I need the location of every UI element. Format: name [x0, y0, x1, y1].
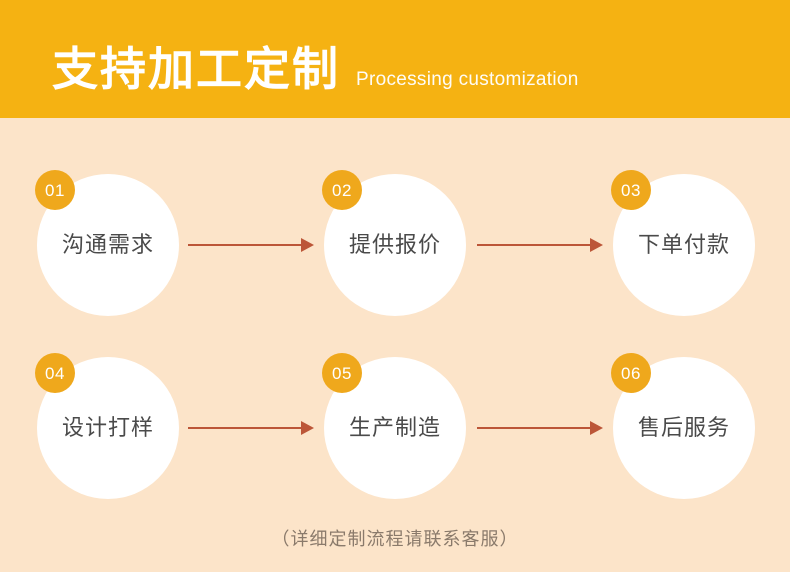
- step-circle: 下单付款: [613, 174, 755, 316]
- step-label: 下单付款: [637, 232, 730, 257]
- step-number-badge: 05: [322, 353, 362, 393]
- header-title-group: 支持加工定制 Processing customization: [52, 46, 579, 92]
- arrow-head-icon: [590, 238, 603, 252]
- step-number: 02: [332, 180, 352, 200]
- step-number-badge: 01: [35, 170, 75, 210]
- step-label: 售后服务: [637, 415, 730, 440]
- step-number-badge: 06: [611, 353, 651, 393]
- page-header: 支持加工定制 Processing customization: [0, 0, 790, 118]
- arrow-head-icon: [301, 238, 314, 252]
- flow-arrow-04-to-05: [188, 421, 314, 435]
- process-step-02[interactable]: 提供报价 02: [322, 170, 466, 316]
- step-label: 生产制造: [348, 415, 441, 440]
- process-flow: 沟通需求 01 提供报价 02 下单付款 03: [0, 118, 790, 572]
- flow-arrow-02-to-03: [477, 238, 603, 252]
- step-number: 03: [621, 180, 641, 200]
- step-number: 05: [332, 363, 352, 383]
- step-label: 提供报价: [348, 232, 441, 257]
- flow-arrow-05-to-06: [477, 421, 603, 435]
- arrow-line: [188, 244, 301, 246]
- step-label: 设计打样: [61, 415, 154, 440]
- process-step-04[interactable]: 设计打样 04: [35, 353, 179, 499]
- step-number-badge: 04: [35, 353, 75, 393]
- step-number: 06: [621, 363, 641, 383]
- step-number-badge: 02: [322, 170, 362, 210]
- step-label: 沟通需求: [61, 232, 154, 257]
- process-step-05[interactable]: 生产制造 05: [322, 353, 466, 499]
- step-circle: 设计打样: [37, 357, 179, 499]
- process-step-01[interactable]: 沟通需求 01: [35, 170, 179, 316]
- arrow-head-icon: [301, 421, 314, 435]
- process-step-03[interactable]: 下单付款 03: [611, 170, 755, 316]
- process-step-06[interactable]: 售后服务 06: [611, 353, 755, 499]
- arrow-line: [477, 427, 590, 429]
- page-subtitle: Processing customization: [356, 69, 579, 90]
- arrow-line: [477, 244, 590, 246]
- arrow-head-icon: [590, 421, 603, 435]
- arrow-line: [188, 427, 301, 429]
- footer-caption: （详细定制流程请联系客服）: [271, 529, 519, 549]
- step-number: 01: [45, 180, 65, 200]
- step-number-badge: 03: [611, 170, 651, 210]
- page-title: 支持加工定制: [52, 43, 340, 95]
- flow-arrow-01-to-02: [188, 238, 314, 252]
- step-number: 04: [45, 363, 65, 383]
